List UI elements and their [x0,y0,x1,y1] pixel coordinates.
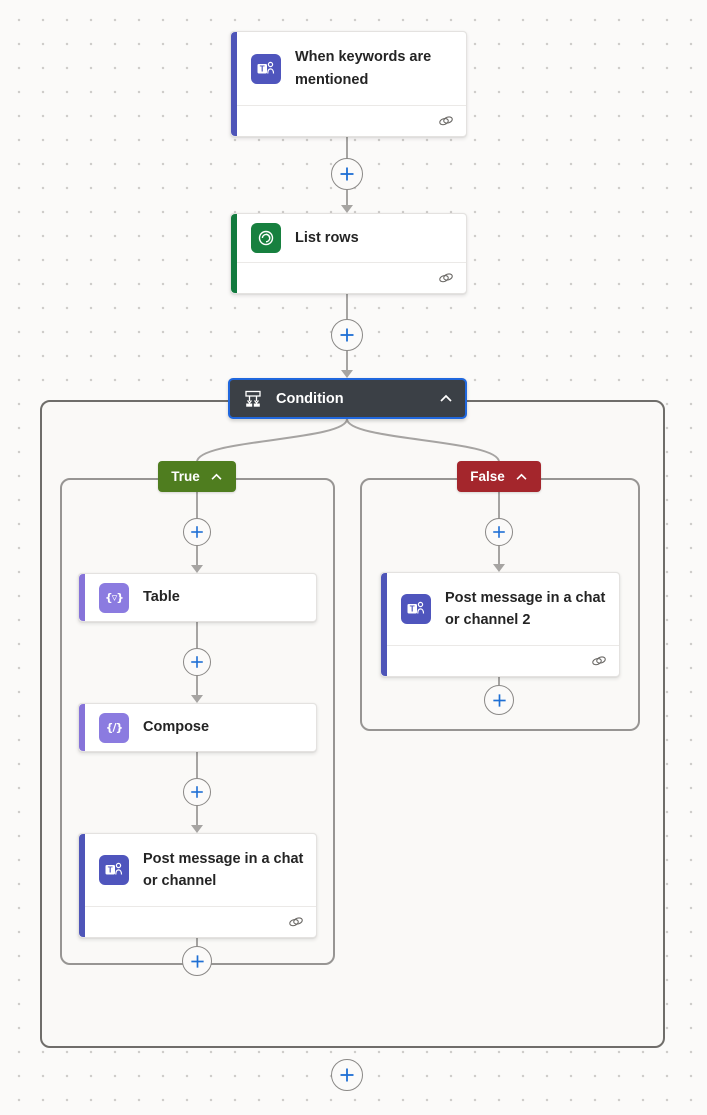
action-card-post-message[interactable]: T Post message in a chat or channel [78,833,317,938]
connection-link-icon [439,273,453,283]
chevron-up-icon [516,473,527,480]
connector-line [196,752,198,778]
action-card-post-message-2[interactable]: T Post message in a chat or channel 2 [380,572,620,677]
insert-action-button-false-1[interactable] [485,518,513,546]
insert-action-button-2[interactable] [331,319,363,351]
false-branch-label[interactable]: False [457,461,541,492]
connector-line [346,190,348,206]
table-glyph: {▿} [104,591,124,604]
data-operations-accent-bar [79,704,85,751]
trigger-card-footer [231,105,466,136]
microsoft-teams-icon: T [251,53,281,84]
add-action-button-true-end[interactable] [182,946,212,976]
post-message-2-card-footer [381,645,619,676]
connector-line [196,938,198,946]
post-message-card-footer [79,906,316,937]
data-operations-table-icon: {▿} [99,582,129,613]
plus-icon [493,526,505,538]
dataverse-icon [251,223,281,253]
data-operations-accent-bar [79,574,85,621]
teams-accent-bar [79,834,85,937]
connection-link-icon [289,917,303,927]
connector-arrow [191,825,203,833]
plus-icon [340,167,354,181]
connector-arrow [341,370,353,378]
trigger-card-header: T When keywords are mentioned [231,32,466,105]
action-card-table[interactable]: {▿} Table [78,573,317,622]
condition-node[interactable]: Condition [228,378,467,419]
plus-icon [191,786,203,798]
connection-link-icon [592,656,606,666]
svg-text:T: T [260,64,265,73]
connector-arrow [493,564,505,572]
compose-title: Compose [143,719,210,736]
action-card-compose[interactable]: {/} Compose [78,703,317,752]
true-label-text: True [171,469,200,484]
plus-icon [191,656,203,668]
connector-arrow [191,695,203,703]
data-operations-compose-icon: {/} [99,712,129,743]
add-action-button-false-end[interactable] [484,685,514,715]
true-branch-label[interactable]: True [158,461,236,492]
dataverse-accent-bar [231,214,237,293]
post-message-title: Post message in a chat or channel [143,850,304,889]
list-rows-card-header: List rows [231,214,466,262]
list-rows-card-footer [231,262,466,293]
connector-line [196,492,198,518]
compose-glyph: {/} [105,721,124,734]
action-card-list-rows[interactable]: List rows [230,213,467,294]
connector-line [346,351,348,371]
plus-icon [340,328,354,342]
connector-line [196,622,198,648]
connection-link-icon [439,116,453,126]
chevron-up-icon [211,473,222,480]
insert-action-button-true-2[interactable] [183,648,211,676]
table-card-header: {▿} Table [79,574,316,621]
connector-arrow [341,205,353,213]
plus-icon [492,693,506,707]
plus-icon [191,526,203,538]
insert-action-button-true-1[interactable] [183,518,211,546]
condition-icon [245,390,261,407]
svg-text:T: T [410,605,415,614]
condition-title: Condition [276,390,344,407]
table-title: Table [143,589,180,606]
connector-line [498,492,500,518]
connector-line [498,677,500,685]
microsoft-teams-icon: T [401,594,431,624]
insert-action-button-true-3[interactable] [183,778,211,806]
plus-icon [190,954,204,968]
microsoft-teams-icon: T [99,855,129,885]
plus-icon [340,1068,354,1082]
connector-line [346,294,348,319]
teams-accent-bar [231,32,237,136]
post-message-card-header: T Post message in a chat or channel [79,834,316,906]
connector-line [346,137,348,160]
post-message-2-title: Post message in a chat or channel 2 [445,589,606,628]
teams-accent-bar [381,573,387,676]
connector-line [498,546,500,565]
insert-action-button-1[interactable] [331,158,363,190]
compose-card-header: {/} Compose [79,704,316,751]
trigger-title: When keywords are mentioned [295,49,432,88]
false-label-text: False [470,469,505,484]
connector-line [196,546,198,566]
connector-arrow [191,565,203,573]
add-action-button-flow-end[interactable] [331,1059,363,1091]
connector-line [196,806,198,826]
post-message-2-card-header: T Post message in a chat or channel 2 [381,573,619,645]
trigger-card-when-keywords-are-mentioned[interactable]: T When keywords are mentioned [230,31,467,137]
svg-text:T: T [108,866,113,875]
list-rows-title: List rows [295,229,359,246]
chevron-up-icon[interactable] [439,394,453,403]
connector-line [196,676,198,696]
